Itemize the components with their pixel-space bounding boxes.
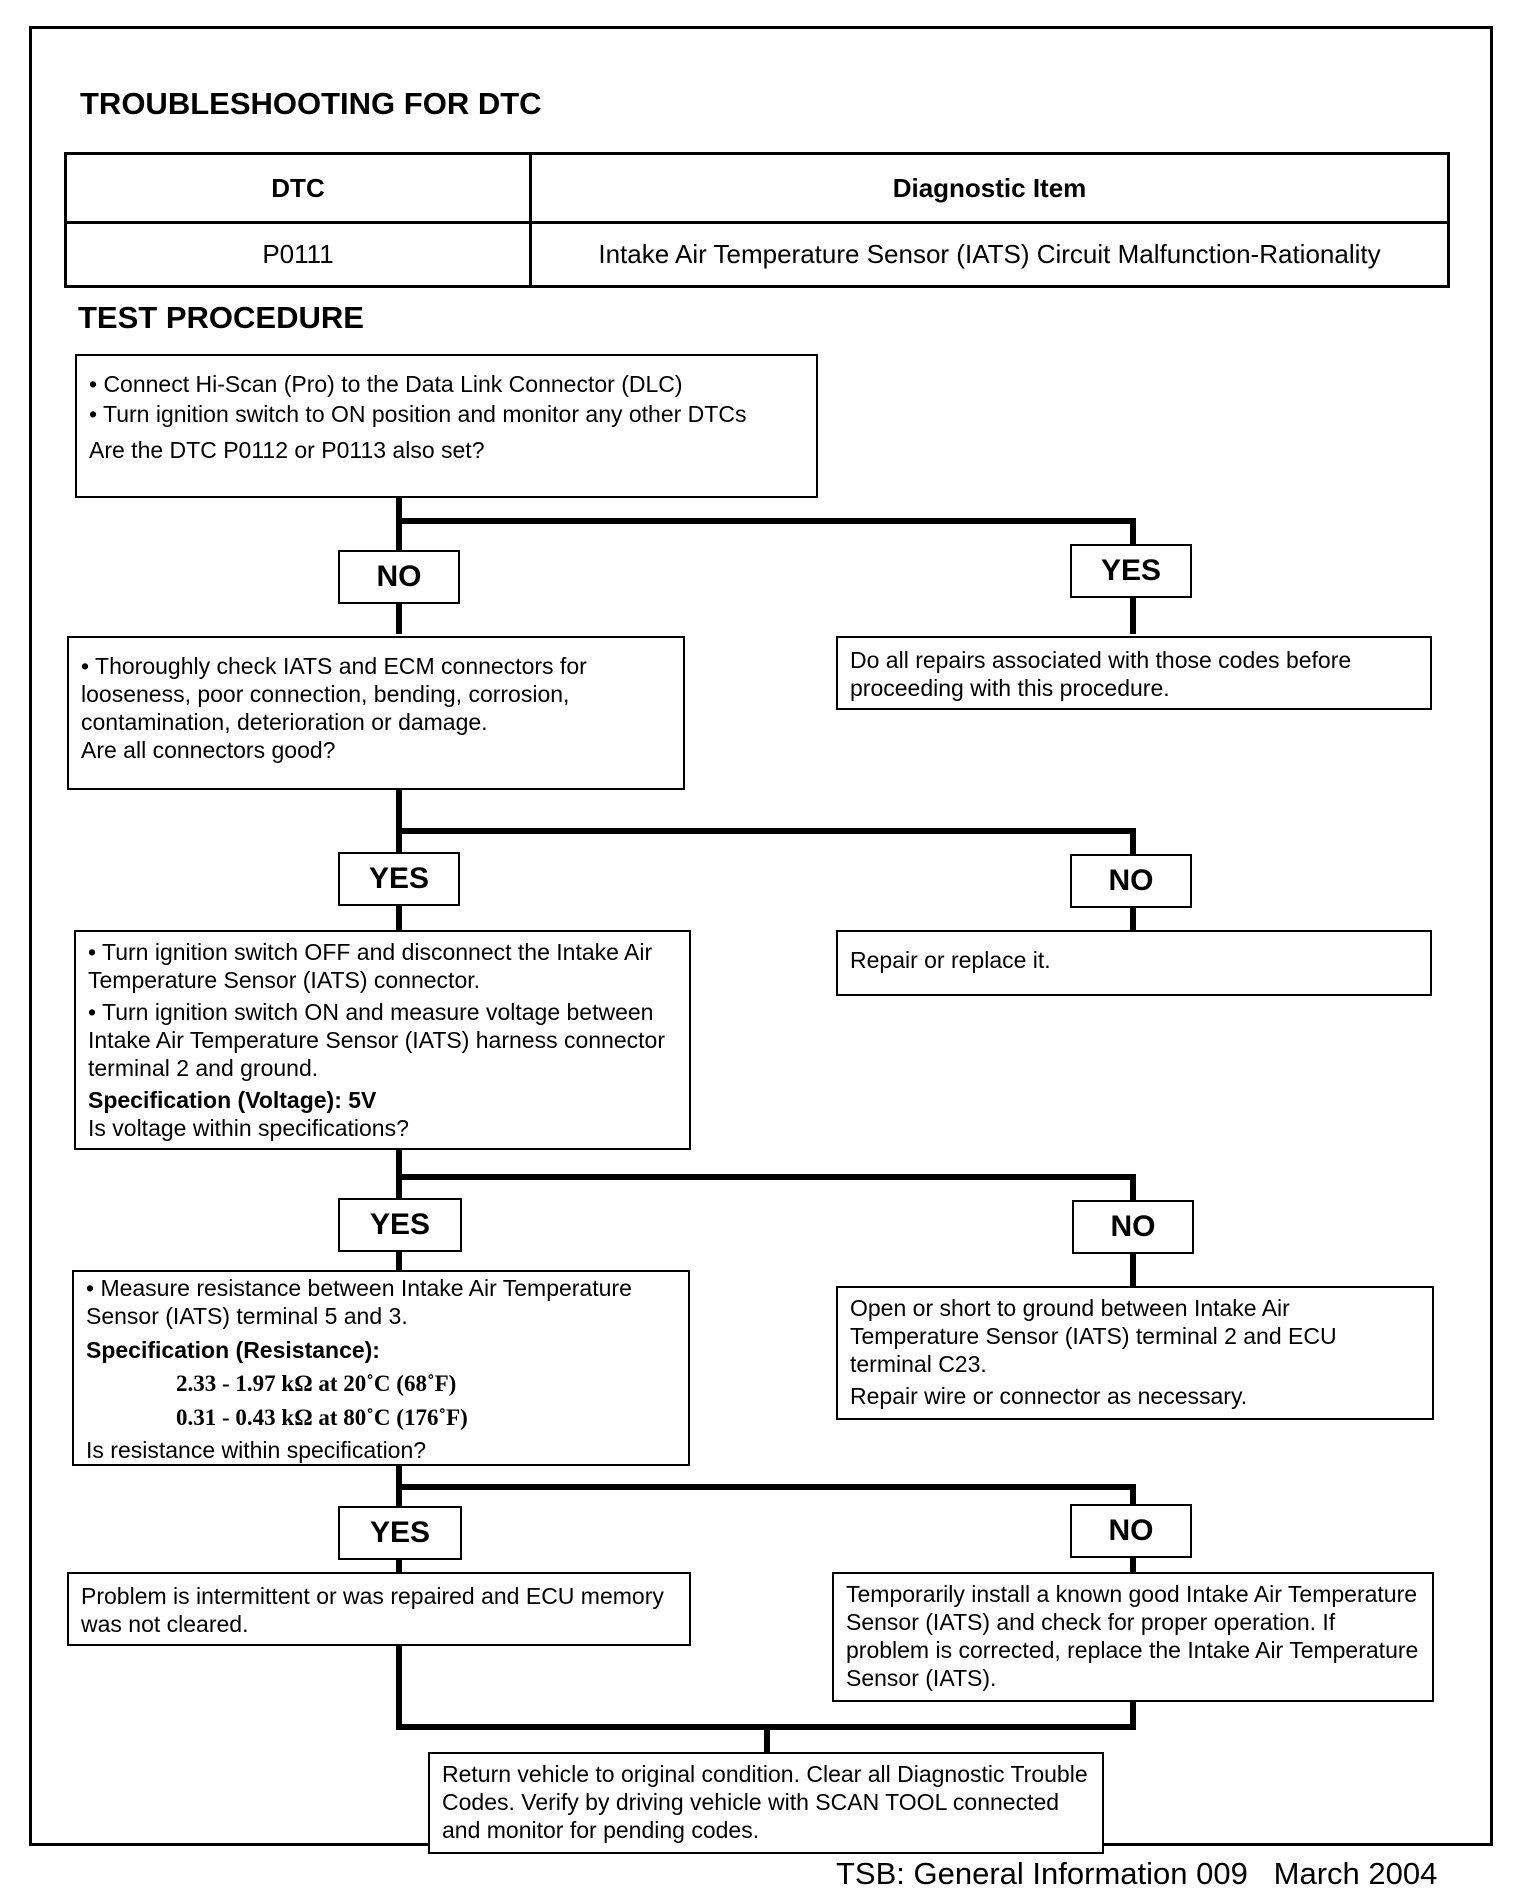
footer-date: March 2004 — [1273, 1856, 1438, 1891]
step4-spec2: 0.31 - 0.43 kΩ at 80˚C (176˚F) — [176, 1405, 468, 1430]
step4-no-action-box: Temporarily install a known good Intake … — [832, 1572, 1434, 1702]
step4-spec1: 2.33 - 1.97 kΩ at 20˚C (68˚F) — [176, 1371, 457, 1396]
step3-yes-label: YES — [338, 1198, 462, 1252]
step4-box: • Measure resistance between Intake Air … — [72, 1270, 690, 1466]
step2-no-action-text: Repair or replace it. — [850, 947, 1051, 973]
step2-box: • Thoroughly check IATS and ECM connecto… — [67, 636, 685, 790]
step1-line2: • Turn ignition switch to ON position an… — [89, 401, 747, 427]
diagnostic-item-column-header: Diagnostic Item — [529, 152, 1450, 224]
step2-question: Are all connectors good? — [81, 737, 336, 763]
dtc-column-header: DTC — [64, 152, 532, 224]
step3-question: Is voltage within specifications? — [88, 1115, 409, 1141]
dtc-table-header-row: DTC Diagnostic Item — [64, 152, 1450, 224]
branch-line-2 — [396, 828, 1136, 834]
step3-spec: Specification (Voltage): 5V — [88, 1087, 377, 1113]
merge-line-left — [396, 1640, 402, 1730]
final-step-text: Return vehicle to original condition. Cl… — [442, 1761, 1088, 1843]
step4-no-label: NO — [1070, 1504, 1192, 1558]
dtc-table-row: P0111 Intake Air Temperature Sensor (IAT… — [64, 221, 1450, 288]
diagnostic-item-cell: Intake Air Temperature Sensor (IATS) Cir… — [529, 221, 1450, 288]
step4-spec-title: Specification (Resistance): — [86, 1337, 380, 1363]
footer-tsb: TSB: General Information 009 — [836, 1856, 1248, 1891]
final-step-box: Return vehicle to original condition. Cl… — [428, 1752, 1104, 1854]
step3-no-label: NO — [1072, 1200, 1194, 1254]
step1-question: Are the DTC P0112 or P0113 also set? — [89, 437, 485, 463]
merge-line-down — [764, 1724, 770, 1754]
step2-no-label: NO — [1070, 854, 1192, 908]
step1-box: • Connect Hi-Scan (Pro) to the Data Link… — [75, 354, 818, 498]
step3-bullet2: • Turn ignition switch ON and measure vo… — [88, 999, 665, 1081]
step3-no-action-repair: Repair wire or connector as necessary. — [850, 1383, 1248, 1409]
step4-yes-action-box: Problem is intermittent or was repaired … — [67, 1572, 691, 1646]
dtc-table: DTC Diagnostic Item P0111 Intake Air Tem… — [64, 152, 1450, 288]
step1-no-label: NO — [338, 550, 460, 604]
step4-no-action-text: Temporarily install a known good Intake … — [846, 1581, 1419, 1691]
footer: TSB: General Information 009 March 2004 — [836, 1856, 1437, 1892]
step4-question: Is resistance within specification? — [86, 1437, 427, 1463]
step4-yes-action-text: Problem is intermittent or was repaired … — [81, 1583, 664, 1637]
step3-no-action-text: Open or short to ground between Intake A… — [850, 1295, 1337, 1377]
branch-line-3 — [396, 1174, 1136, 1180]
merge-line-right — [1130, 1700, 1136, 1730]
step2-yes-label: YES — [338, 852, 460, 906]
dtc-code-cell: P0111 — [64, 221, 532, 288]
step1-yes-action-box: Do all repairs associated with those cod… — [836, 636, 1432, 710]
step2-text: • Thoroughly check IATS and ECM connecto… — [81, 653, 587, 735]
step2-no-action-box: Repair or replace it. — [836, 930, 1432, 996]
step4-yes-label: YES — [338, 1506, 462, 1560]
step3-box: • Turn ignition switch OFF and disconnec… — [74, 930, 691, 1150]
branch-line-4 — [396, 1484, 1136, 1490]
step1-yes-label: YES — [1070, 544, 1192, 598]
step1-line1: • Connect Hi-Scan (Pro) to the Data Link… — [89, 371, 683, 397]
step3-bullet1: • Turn ignition switch OFF and disconnec… — [88, 939, 653, 993]
step1-yes-action-text: Do all repairs associated with those cod… — [850, 647, 1352, 701]
section-title-troubleshooting: TROUBLESHOOTING FOR DTC — [80, 86, 542, 121]
step3-no-action-box: Open or short to ground between Intake A… — [836, 1286, 1434, 1420]
branch-line-1 — [396, 518, 1136, 524]
step4-bullet1: • Measure resistance between Intake Air … — [86, 1275, 632, 1329]
section-title-test-procedure: TEST PROCEDURE — [78, 300, 364, 335]
